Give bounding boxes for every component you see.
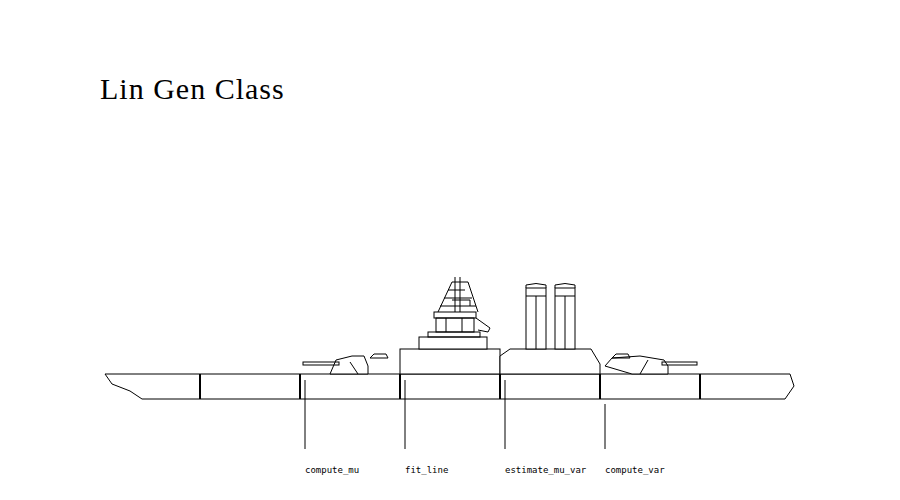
leader-lines — [305, 380, 605, 449]
part-label: compute_mu — [305, 465, 359, 475]
part-label: fit_line — [405, 465, 448, 475]
part-label: estimate_mu_var — [505, 465, 586, 475]
part-label: compute_var — [605, 465, 665, 475]
diagram-title: Lin Gen Class — [100, 72, 285, 106]
